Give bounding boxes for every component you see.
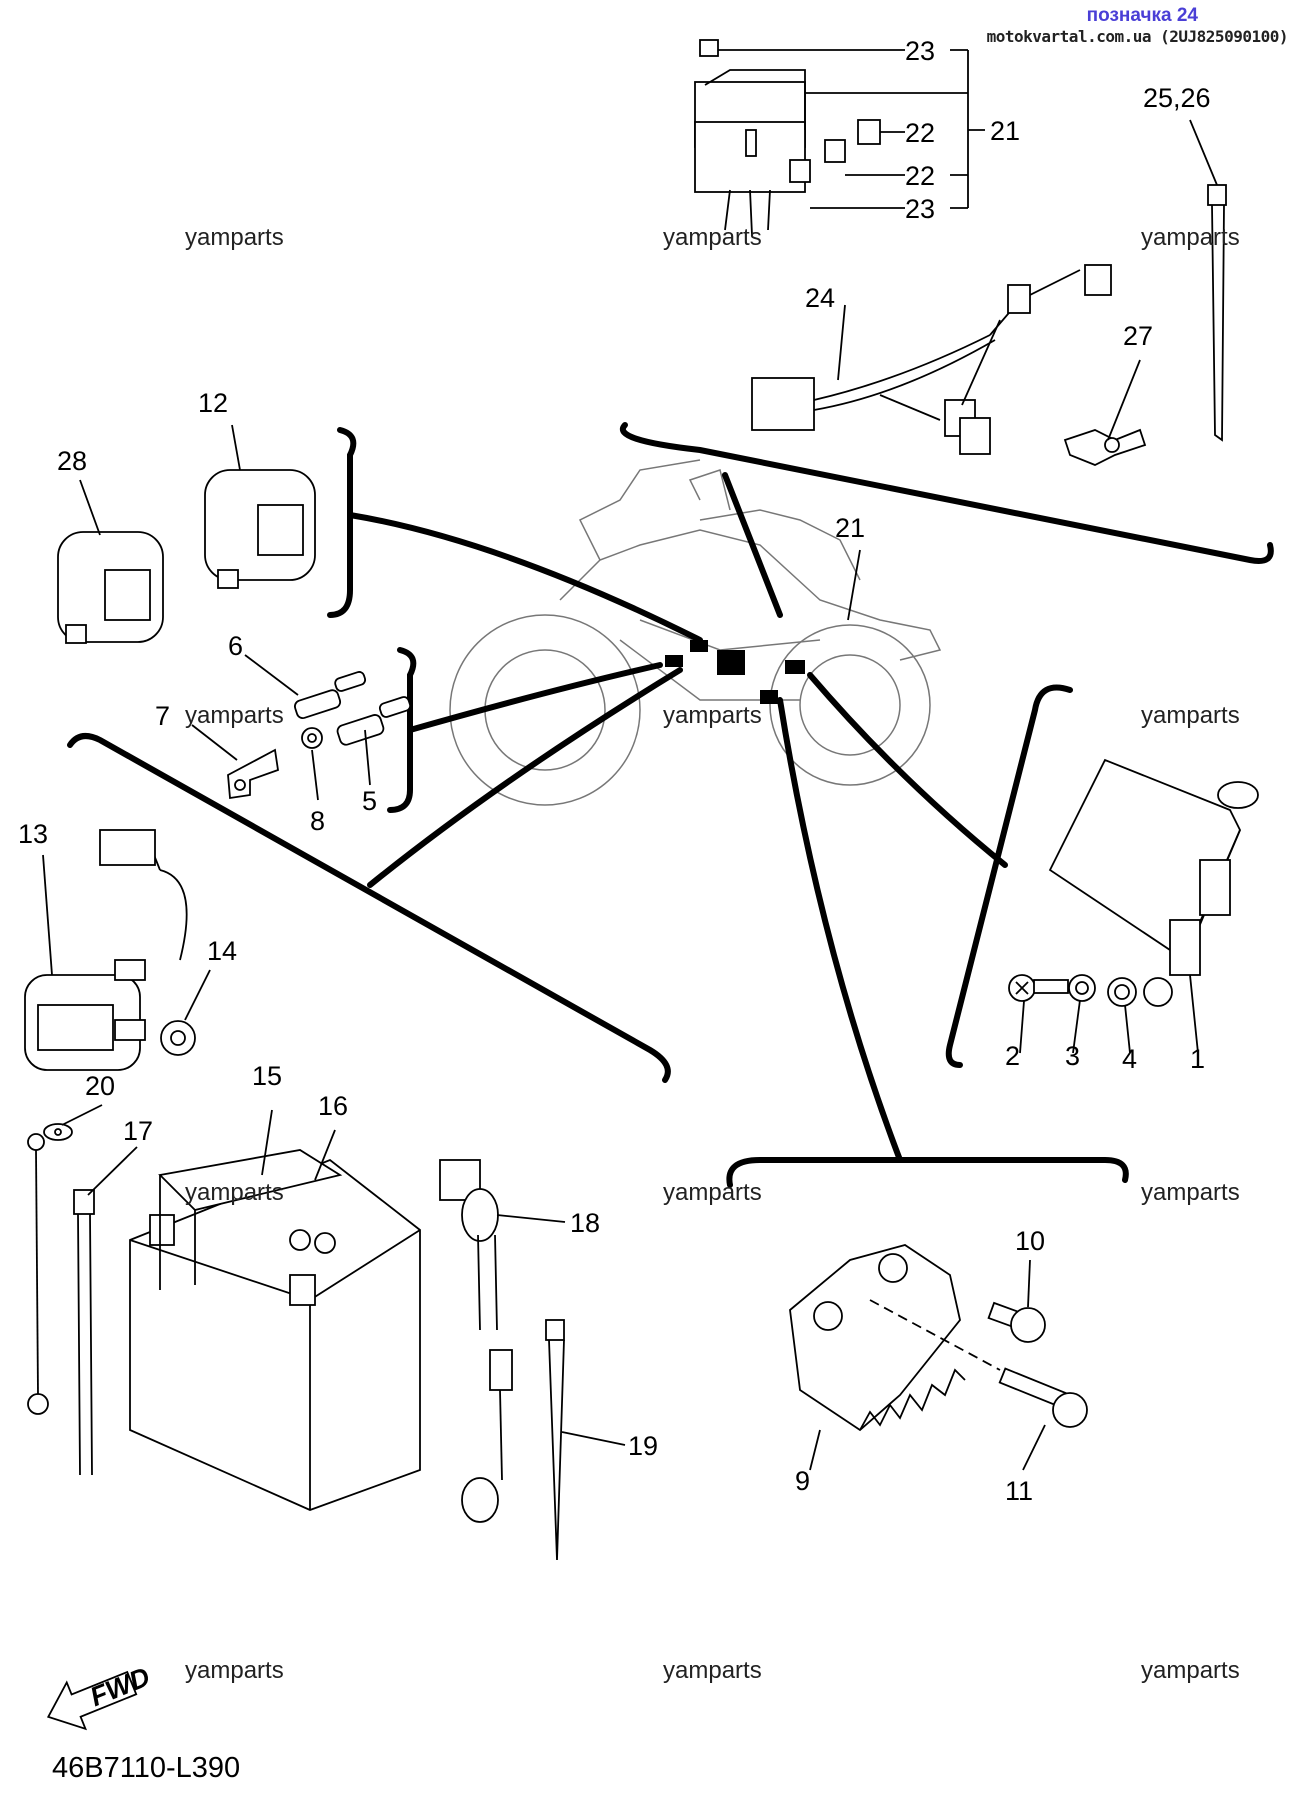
battery-negative-lead [27, 1133, 49, 1415]
callout-25-26: 25,26 [1143, 83, 1211, 113]
washer-3 [1068, 974, 1096, 1002]
fuse-23-b [789, 159, 811, 183]
watermark-text: yamparts [1141, 1657, 1240, 1684]
sensor-18 [439, 1159, 513, 1523]
callout-23-top: 23 [905, 36, 935, 66]
wire-harness [751, 264, 1112, 455]
watermark-text: yamparts [185, 702, 284, 729]
callout-17: 17 [123, 1116, 153, 1146]
fuse-22-a [857, 119, 881, 145]
washer-4b [1143, 977, 1173, 1007]
callout-2: 2 [1005, 1041, 1020, 1071]
callout-numbers: 23 21 22 22 23 25,26 24 27 12 28 21 6 7 … [18, 36, 1211, 1506]
page-header-title: позначка 24 [1086, 5, 1198, 26]
cable-tie-19 [545, 1319, 565, 1561]
group-brackets [67, 422, 1274, 1188]
callout-1: 1 [1190, 1044, 1205, 1074]
bolt-11 [998, 1367, 1088, 1428]
callout-22-upper: 22 [905, 118, 935, 148]
rectifier-regulator-9 [789, 1244, 1001, 1432]
callout-24: 24 [805, 283, 835, 313]
relay-12 [204, 469, 316, 589]
watermark-text: yamparts [1141, 224, 1240, 251]
watermarks: yamparts yamparts yamparts yamparts yamp… [185, 224, 1240, 1684]
watermark-text: yamparts [185, 1657, 284, 1684]
callout-28: 28 [57, 446, 87, 476]
callout-8: 8 [310, 806, 325, 836]
watermark-text: yamparts [663, 224, 762, 251]
callout-15: 15 [252, 1061, 282, 1091]
watermark-text: yamparts [185, 1179, 284, 1206]
watermark-text: yamparts [1141, 1179, 1240, 1206]
starter-relay-13 [24, 829, 188, 1071]
callout-10: 10 [1015, 1226, 1045, 1256]
nut-14 [160, 1020, 196, 1056]
fwd-arrow-icon: FWD [46, 1661, 154, 1731]
watermark-text: yamparts [663, 1657, 762, 1684]
leader-lines [42, 119, 1218, 1471]
callout-6: 6 [228, 631, 243, 661]
watermark-text: yamparts [185, 224, 284, 251]
callout-22-lower: 22 [905, 161, 935, 191]
callout-5: 5 [362, 786, 377, 816]
watermark-text: yamparts [1141, 702, 1240, 729]
callout-21-motorcycle: 21 [835, 513, 865, 543]
switch-parts [227, 671, 412, 800]
cdi-unit-1 [1048, 758, 1259, 976]
clamp-27 [1063, 428, 1147, 466]
relay-28 [57, 531, 164, 644]
callout-11: 11 [1005, 1476, 1033, 1506]
page-header-source: motokvartal.com.ua (2UJ825090100) [986, 27, 1289, 46]
callout-9: 9 [795, 1466, 810, 1496]
battery [129, 1149, 421, 1511]
callout-27: 27 [1123, 321, 1153, 351]
washer-20 [43, 1123, 73, 1141]
washer-4 [1107, 977, 1137, 1007]
callout-7: 7 [155, 701, 170, 731]
callout-3: 3 [1065, 1041, 1080, 1071]
callout-18: 18 [570, 1208, 600, 1238]
motorcycle-outline [449, 459, 942, 806]
screw-2 [1008, 974, 1069, 1002]
fuse-box [694, 39, 806, 236]
watermark-text: yamparts [663, 1179, 762, 1206]
battery-lead-17 [73, 1189, 95, 1476]
fwd-label: FWD [86, 1661, 154, 1712]
callout-4: 4 [1122, 1044, 1137, 1074]
watermark-text: yamparts [663, 702, 762, 729]
callout-19: 19 [628, 1431, 658, 1461]
callout-13: 13 [18, 819, 48, 849]
callout-23-bottom: 23 [905, 194, 935, 224]
fuse-bracket-lines [718, 49, 985, 209]
diagram-code: 46B7110-L390 [52, 1752, 241, 1784]
callout-16: 16 [318, 1091, 348, 1121]
callout-20: 20 [85, 1071, 115, 1101]
fuse-22-b [824, 139, 846, 163]
callout-12: 12 [198, 388, 228, 418]
callout-21-fuse-box: 21 [990, 116, 1020, 146]
callout-14: 14 [207, 936, 237, 966]
bolt-10 [987, 1301, 1046, 1343]
